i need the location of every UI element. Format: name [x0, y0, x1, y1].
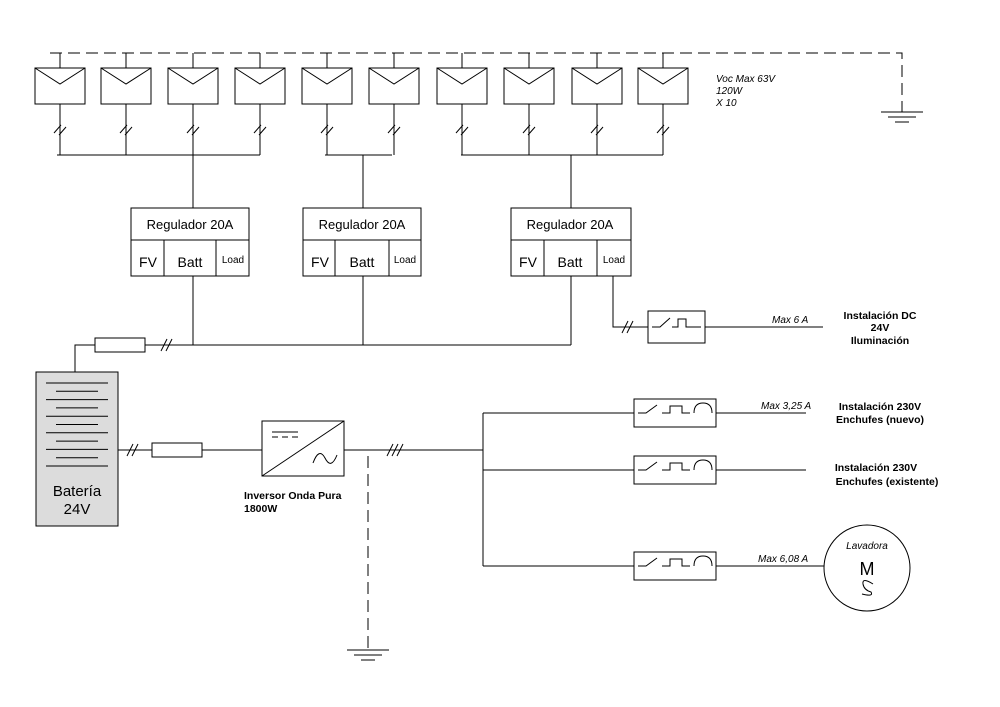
inverter-label: 1800W [244, 503, 277, 515]
dc-main-fuse [94, 337, 146, 353]
ac-branch-breaker [483, 551, 824, 581]
dc-load-label: Iluminación [851, 335, 909, 347]
motor-symbol: M [860, 559, 875, 579]
inverter-fuse [151, 442, 203, 458]
motor-name: Lavadora [846, 541, 888, 552]
wire-count-mark [126, 443, 139, 457]
solar-panel [503, 53, 555, 155]
regulator-cell-fv: FV [519, 254, 538, 270]
ac-output-label: Enchufes (existente) [836, 476, 939, 488]
ac-output-rating: Max 6,08 A [758, 554, 809, 565]
solar-panel [100, 53, 152, 155]
solar-panel [34, 53, 86, 155]
solar-panel [234, 53, 286, 155]
solar-panel [301, 53, 353, 155]
solar-panel [571, 53, 623, 155]
ac-branch-breaker [483, 455, 806, 485]
ac-branch-breaker [483, 398, 806, 428]
dc-load-rating: Max 6 A [772, 315, 809, 326]
wire-count-mark [386, 443, 404, 457]
pv-spec-line: 120W [716, 86, 744, 97]
dc-load-label: 24V [871, 322, 890, 334]
ground-symbol-top [881, 111, 923, 123]
inverter-label: Inversor Onda Pura [244, 490, 342, 502]
dc-breaker [647, 310, 706, 344]
ac-output-label: Instalación 230V [835, 462, 917, 474]
pv-spec-line: Voc Max 63V [716, 74, 776, 85]
regulator-title: Regulador 20A [527, 217, 614, 232]
regulator-title: Regulador 20A [147, 217, 234, 232]
dc-load-label: Instalación DC [844, 310, 917, 322]
ac-output-label: Instalación 230V [839, 401, 921, 413]
solar-panel [368, 53, 420, 155]
battery-label: Batería [53, 483, 102, 500]
pv-panels [34, 53, 689, 155]
ac-output-rating: Max 3,25 A [761, 401, 812, 412]
regulator-2: Regulador 20A FV Batt Load [302, 207, 422, 277]
regulator-cell-fv: FV [311, 254, 330, 270]
solar-panel [436, 53, 488, 155]
regulator-cell-load: Load [222, 255, 244, 266]
battery-plates [46, 382, 108, 467]
regulator-cell-batt: Batt [558, 254, 583, 270]
ac-output-label: Enchufes (nuevo) [836, 414, 924, 426]
regulator-cell-batt: Batt [178, 254, 203, 270]
battery: Batería 24V [35, 371, 119, 527]
pv-spec-line: X 10 [715, 98, 737, 109]
regulator-3: Regulador 20A FV Batt Load [510, 207, 632, 277]
wire-count-mark [621, 320, 634, 334]
ac-branches [483, 398, 824, 581]
battery-positive-wire [74, 344, 95, 372]
regulator-1: Regulador 20A FV Batt Load [130, 207, 250, 277]
wire-count-mark [160, 338, 173, 352]
solar-panel [167, 53, 219, 155]
regulator-cell-batt: Batt [350, 254, 375, 270]
washing-machine-motor: Lavadora M [823, 524, 911, 612]
regulator-cell-load: Load [394, 255, 416, 266]
solar-panel [637, 53, 689, 155]
ground-symbol-bottom [347, 649, 389, 661]
regulator-title: Regulador 20A [319, 217, 406, 232]
ground-bus-line [50, 52, 903, 112]
motor-s-glyph [861, 580, 874, 596]
regulator-cell-load: Load [603, 255, 625, 266]
battery-label: 24V [64, 501, 91, 518]
dc-load-wire [612, 276, 648, 328]
regulator-cell-fv: FV [139, 254, 158, 270]
inverter [261, 420, 345, 477]
